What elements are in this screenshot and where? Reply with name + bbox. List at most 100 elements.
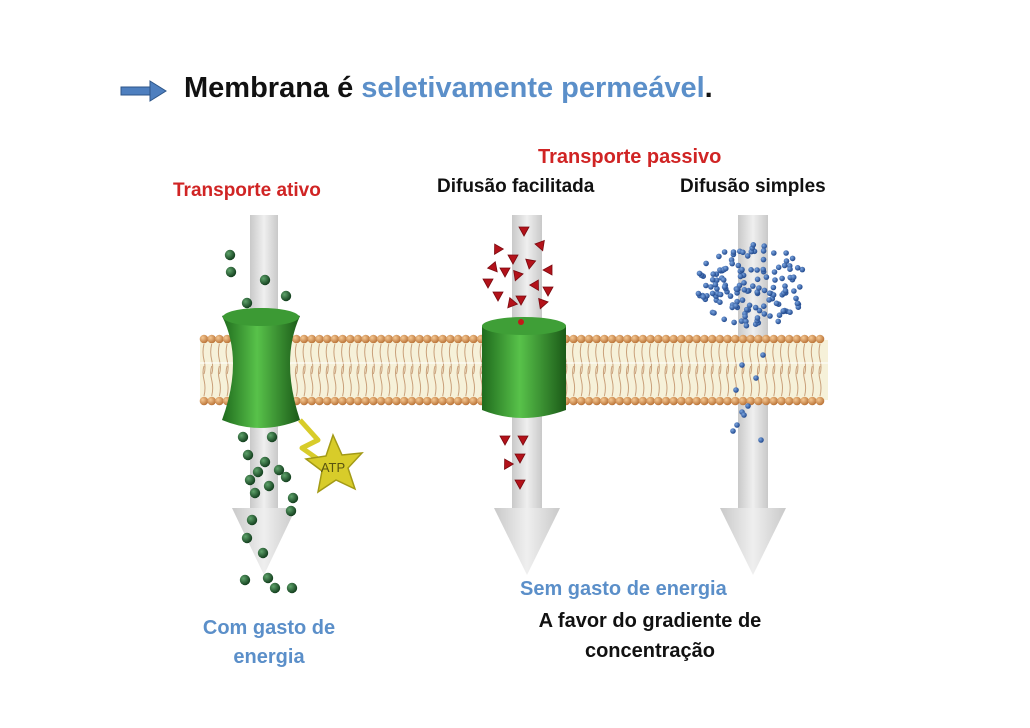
lipid-head — [330, 396, 340, 406]
green-molecule — [224, 249, 236, 261]
lipid-head — [592, 334, 601, 344]
lipid-head — [684, 396, 694, 406]
red-molecule — [507, 296, 519, 309]
blue-molecule — [750, 242, 757, 248]
red-molecule — [499, 435, 511, 446]
lipid-head — [215, 396, 224, 406]
blue-molecule — [743, 322, 750, 329]
lipid-head — [646, 334, 655, 344]
lipid-head — [800, 334, 809, 344]
lipid-head — [353, 396, 363, 406]
blue-molecule — [776, 312, 783, 319]
lipid-head — [199, 334, 209, 344]
blue-molecule — [760, 352, 766, 358]
lipid-head — [738, 334, 748, 344]
lipid-head — [700, 334, 709, 344]
lipid-head — [322, 334, 332, 344]
blue-molecule — [739, 362, 745, 368]
green-molecule — [269, 582, 281, 594]
atp-star-icon: ATP — [298, 418, 364, 494]
lipid-head — [461, 334, 471, 344]
green-molecule — [287, 492, 299, 504]
red-molecule — [534, 239, 545, 252]
red-molecule — [492, 291, 504, 302]
blue-molecule — [734, 286, 740, 293]
red-molecule — [538, 297, 549, 310]
green-molecule — [246, 514, 258, 526]
green-molecule — [244, 474, 256, 486]
blue-molecule — [781, 262, 788, 269]
lipid-head — [592, 396, 601, 406]
blue-molecule — [733, 303, 739, 309]
with-energy-label: Com gasto de energia — [186, 614, 352, 672]
green-molecule — [242, 449, 254, 461]
lipid-head — [207, 396, 216, 406]
gradient-line1: A favor do gradiente de — [538, 610, 762, 632]
blue-molecule — [721, 316, 727, 323]
blue-molecule — [723, 265, 729, 272]
red-molecule — [528, 279, 539, 292]
simple-molecules — [695, 242, 806, 443]
lipid-head — [661, 396, 671, 406]
lipid-head — [707, 334, 717, 344]
lipid-head — [407, 334, 417, 344]
lipid-head — [376, 334, 386, 344]
blue-molecule — [794, 300, 801, 307]
blue-molecule — [771, 269, 778, 275]
blue-molecule — [752, 304, 759, 311]
lipid-head — [315, 334, 324, 344]
lipid-head — [453, 396, 463, 406]
blue-molecule — [750, 283, 756, 289]
lipid-head — [715, 334, 725, 344]
blue-molecule — [695, 290, 702, 297]
lipid-head — [607, 334, 617, 344]
blue-molecule — [744, 253, 751, 259]
green-molecule — [280, 290, 292, 302]
blue-molecule — [789, 255, 796, 262]
blue-molecule — [761, 287, 768, 294]
lipid-head — [646, 396, 655, 406]
blue-molecule — [799, 266, 806, 273]
blue-molecule — [703, 282, 709, 289]
lipid-head — [399, 396, 409, 406]
lipid-head — [615, 334, 625, 344]
lipid-head — [415, 396, 424, 406]
lipid-head — [707, 396, 717, 406]
lipid-head — [669, 334, 678, 344]
active-transport-protein — [222, 308, 300, 428]
gradient-line2: concentração — [584, 640, 716, 662]
lipid-head — [376, 396, 386, 406]
with-energy-line2: energia — [233, 646, 305, 668]
blue-molecule — [739, 297, 746, 303]
lipid-head — [692, 396, 702, 406]
blue-molecule — [735, 262, 742, 269]
lipid-head — [361, 396, 371, 406]
lipid-head — [769, 396, 779, 406]
lipid-head — [369, 396, 378, 406]
blue-molecule — [734, 422, 740, 428]
green-molecule — [262, 572, 274, 584]
lipid-head — [438, 334, 448, 344]
blue-molecule — [758, 437, 764, 443]
blue-molecule — [696, 270, 703, 277]
red-molecule — [507, 254, 519, 265]
blue-molecule — [717, 267, 723, 273]
lipid-head — [654, 334, 663, 344]
blue-molecule — [761, 303, 767, 310]
lipid-head — [677, 396, 686, 406]
blue-molecule — [793, 295, 799, 302]
lipid-head — [361, 334, 371, 344]
lipid-head — [315, 396, 324, 406]
lipid-head — [369, 334, 378, 344]
lipid-head — [446, 396, 455, 406]
lipid-head — [392, 396, 401, 406]
lipid-head — [353, 334, 363, 344]
lipid-head — [623, 334, 632, 344]
lipid-head — [461, 396, 471, 406]
blue-molecule — [742, 313, 748, 320]
blue-molecule — [794, 265, 801, 271]
lipid-head — [754, 334, 763, 344]
lipid-head — [623, 396, 632, 406]
lipid-head — [446, 334, 455, 344]
blue-molecule — [739, 266, 745, 273]
